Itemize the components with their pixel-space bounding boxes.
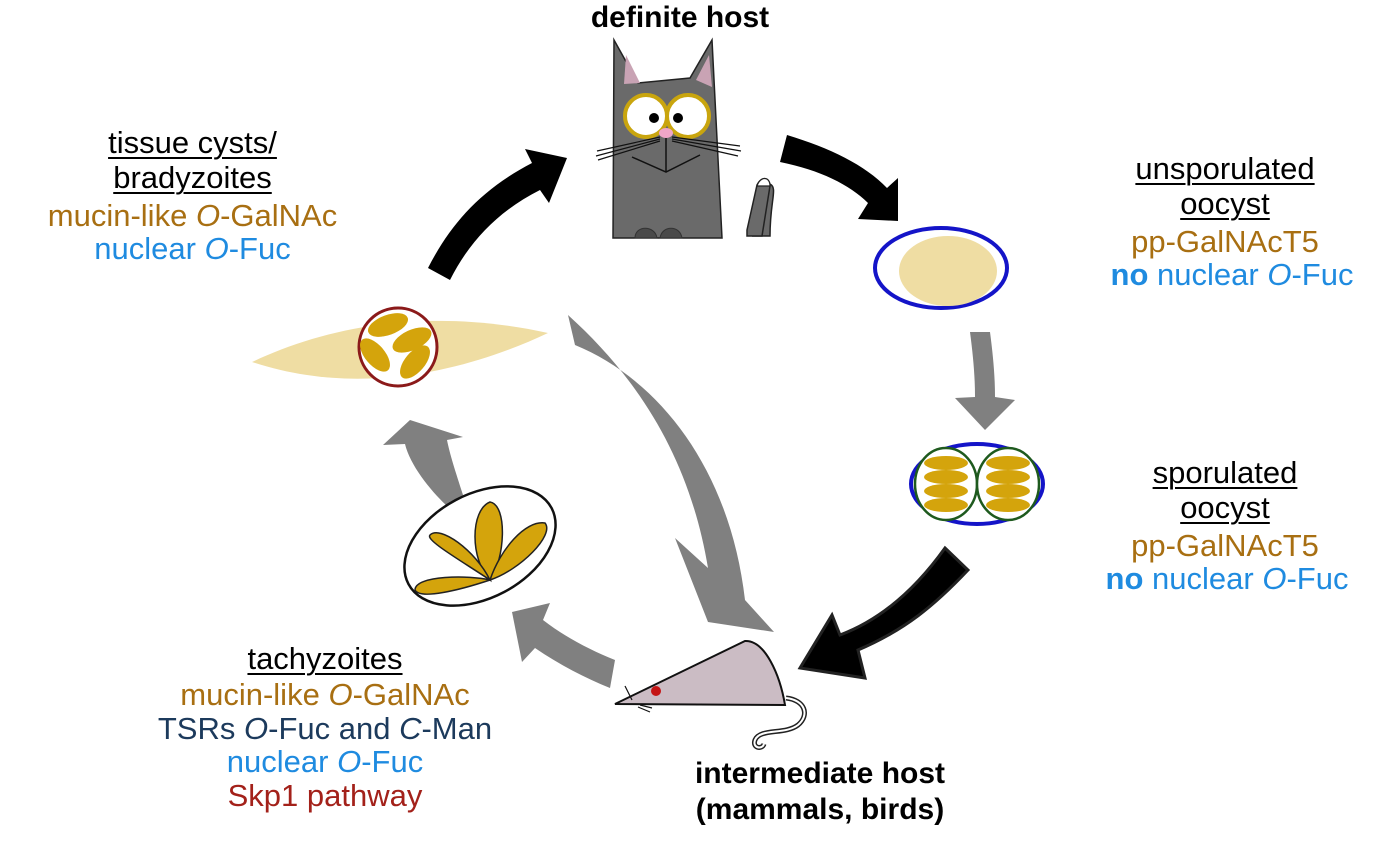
arrow-cyst-to-cat [428, 149, 567, 280]
unsporulated-oocyst-label: unsporulated oocyst pp-GalNAcT5 no nucle… [1110, 151, 1354, 293]
sporulated-oocyst-label: sporulated oocyst pp-GalNAcT5 no nuclear… [1105, 455, 1349, 597]
tissue-cysts-galnac: mucin-like O-GalNAc [47, 197, 338, 233]
definite-host-label: definite host [590, 1, 770, 34]
intermediate-host-label: intermediate host (mammals, birds) [694, 757, 946, 827]
tachyzoites-label: tachyzoites mucin-like O-GalNAc TSRs O-F… [157, 641, 493, 813]
arrow-mouse-to-tachyzoites [512, 603, 615, 688]
unsporulated-oocyst-icon [873, 226, 1009, 310]
tissue-cysts-title-line2: bradyzoites [113, 160, 272, 196]
tissue-cyst-icon [252, 306, 548, 388]
tissue-cysts-fuc: nuclear O-Fuc [94, 231, 291, 267]
tissue-cysts-title-line1: tissue cysts/ [108, 125, 277, 160]
arrow-oocyst-to-mouse [797, 545, 971, 680]
tissue-cysts-label: tissue cysts/ bradyzoites mucin-like O-G… [0, 126, 385, 266]
arrow-tachyzoites-to-cyst [383, 420, 463, 505]
sporulated-oocyst-icon [909, 442, 1045, 526]
cat-icon [595, 37, 775, 239]
arrow-oocyst-sporulation [955, 332, 1015, 430]
arrow-cyst-to-mouse [568, 315, 774, 632]
tachyzoites-icon [403, 485, 557, 607]
mouse-icon [614, 639, 807, 750]
arrow-cat-to-oocyst [780, 135, 898, 221]
